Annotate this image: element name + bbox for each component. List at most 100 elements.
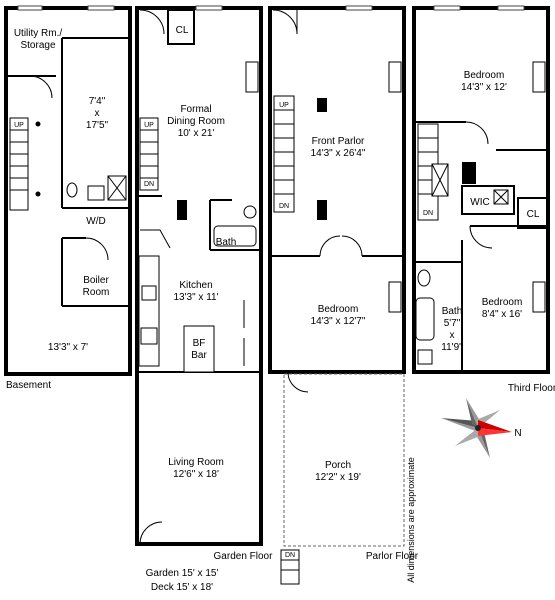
stair-down-label: DN [144,181,154,188]
bf-bar [183,325,215,373]
storage-dims-line1: 7'4" [89,96,106,107]
column [462,162,476,184]
compass-north-label: N [514,428,521,439]
window [497,5,525,11]
small-bedroom-dims: 8'4" x 16' [482,309,522,320]
garden-floor-plan: CL UP DN Bath BF Bar Formal Dining [135,5,274,593]
bf-bar-label: BF [193,338,206,349]
third-bedroom-dims: 14'3" x 12' [461,82,507,93]
toilet-icon [417,269,431,287]
wic-label: WIC [470,197,489,208]
third-floor-outline [412,6,550,374]
fireplace-icon [245,61,259,93]
door-swing [341,235,363,257]
basement-dims: 13'3" x 7' [48,342,88,353]
door-swing [465,121,489,145]
closet-label: CL [176,25,189,36]
door-swing [319,235,341,257]
storage-dims-line3: 17'5" [86,120,109,131]
third-bath-dims-2: x [450,330,455,341]
window [17,5,43,11]
door-swing [139,521,163,545]
stair-down-label: DN [279,203,289,210]
sink-icon [417,349,433,365]
basement-stair: UP [9,117,29,211]
stair-down-label: DN [423,210,433,217]
dining-room-label: Formal [180,104,211,115]
garden-stair: UP DN [139,117,159,191]
door-swing [287,371,309,393]
storage-dims-line2: x [95,108,100,119]
door-swing [29,75,53,99]
third-bedroom-label: Bedroom [464,70,505,81]
fireplace-icon [388,281,402,313]
small-bedroom-label: Bedroom [482,297,523,308]
storage-label: Storage [20,40,55,51]
third-bath-label: Bath [442,306,463,317]
stair-up-label: UP [144,122,154,129]
approx-note: All dimensions are approximate [406,457,416,583]
third-floor-label: Third Floor [508,383,555,394]
bathtub-icon [213,225,257,247]
fireplace-icon [388,61,402,93]
door-swing [139,9,165,35]
stove-icon [140,327,158,345]
porch-dims: 12'2" x 19' [315,472,361,483]
kitchen-counter [138,255,160,367]
front-parlor-dims: 14'3" x 26'4" [311,148,366,159]
fireplace-icon [532,281,546,313]
porch-stair: DN [280,549,300,585]
bathtub-icon [415,297,435,341]
parlor-bedroom-dims: 14'3" x 12'7" [311,316,366,327]
window [345,5,373,11]
third-floor-plan: DN WIC CL Bedroom 14'3" x 12' Bedroom 8'… [412,5,555,394]
parlor-stair: UP DN [273,95,295,213]
kitchen-dims: 13'3" x 11' [174,292,219,303]
column [317,98,327,112]
closet [167,9,195,45]
parlor-floor-label: Parlor Floor [366,551,419,562]
bath-label: Bath [216,237,237,248]
door-swing [140,229,171,249]
garden-floor-label: Garden Floor [214,551,274,562]
sink-icon [141,285,157,301]
closet [517,197,549,229]
window [87,5,115,11]
sink-icon [87,185,105,201]
deck-dims: Deck 15' x 18' [151,582,213,593]
basement-plan: UP Utility Rm./ Storage 7'4" x 17'5" W/D… [4,5,132,391]
window [195,5,223,11]
stair-up-label: UP [14,122,24,129]
utility-room-label: Utility Rm./ [14,28,63,39]
column [35,191,41,197]
boiler-room-label-2: Room [83,287,110,298]
toilet-icon [66,182,78,198]
third-bath-dims-3: 11'9" [441,342,463,353]
parlor-floor-plan: UP DN Front Parlor 14'3" x 26'4" Bedroom… [268,5,419,585]
basement-floor-label: Basement [6,380,51,391]
column [177,200,187,220]
bf-bar-label-2: Bar [191,350,207,361]
living-room-label: Living Room [168,457,224,468]
basement-outline [4,6,132,376]
walk-in-closet [461,185,515,215]
front-parlor-label: Front Parlor [312,136,365,147]
parlor-bedroom-label: Bedroom [318,304,359,315]
door-swing [469,225,493,249]
boiler-room-label: Boiler [83,275,109,286]
stair-up-label: UP [279,102,289,109]
sink-icon [243,205,257,219]
compass-rose-icon: N [441,398,522,458]
garden-dims: Garden 15' x 15' [146,568,219,579]
wd-label: W/D [86,216,105,227]
door-swing [85,237,109,261]
living-room-dims: 12'6" x 18' [173,469,219,480]
parlor-floor-outline [268,6,406,374]
column [317,200,327,220]
third-bath-dims-1: 5'7" [444,318,461,329]
porch-outline [283,373,405,547]
fireplace-icon [532,61,546,93]
kitchen-label: Kitchen [179,280,212,291]
dining-room-label-2: Dining Room [167,116,225,127]
